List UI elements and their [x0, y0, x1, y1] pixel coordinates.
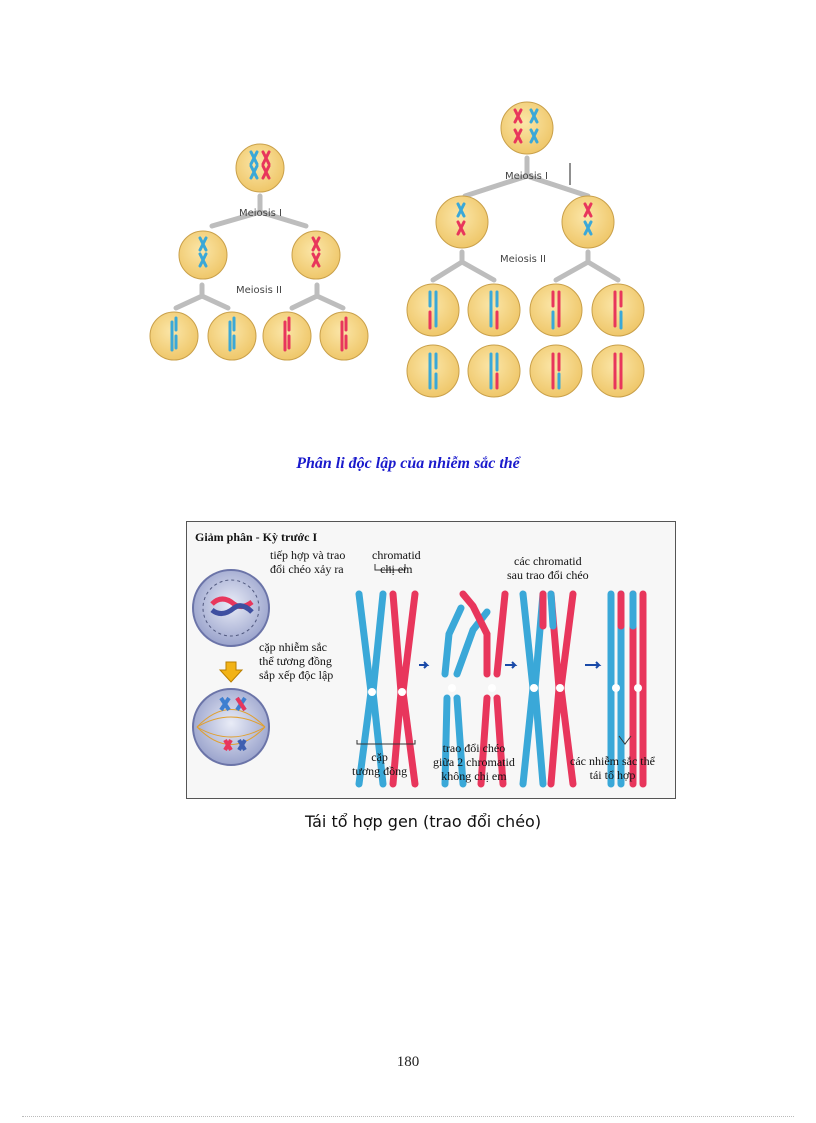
down-arrow-icon — [218, 661, 244, 683]
chromosomes — [170, 150, 348, 352]
figure-title: Giảm phân - Kỳ trước I — [195, 530, 318, 544]
nuclear-envelope — [202, 579, 260, 637]
daughter-cell — [178, 230, 228, 280]
arrow-right-icon — [419, 661, 430, 669]
gamete-cell — [591, 283, 645, 337]
daughter-cell — [435, 195, 489, 249]
crossing-over-illustration — [192, 564, 647, 788]
arrow-right-icon — [505, 661, 518, 669]
split-arrow-icon — [430, 155, 621, 283]
gamete-cell — [529, 283, 583, 337]
daughter-cell — [561, 195, 615, 249]
page-number: 180 — [396, 1054, 420, 1070]
caption-independent-assortment: Phân li độc lập của nhiễm sắc thể — [296, 455, 520, 472]
gamete-cell — [591, 344, 645, 398]
meiosis2-label-left: Meiosis II — [236, 285, 282, 296]
recombinant-chromosomes — [607, 590, 647, 788]
meiosis-figure: Meiosis I Meiosis II — [149, 101, 645, 398]
gamete-cell — [529, 344, 583, 398]
daughter-cell — [291, 230, 341, 280]
left-meiosis-diagram: Meiosis I Meiosis II — [149, 143, 369, 361]
gamete-cell — [262, 311, 312, 361]
crossing-chromatids — [441, 590, 509, 788]
metaphase-cell — [192, 688, 270, 766]
meiosis1-label-left: Meiosis I — [239, 208, 282, 219]
gamete-cell — [406, 344, 460, 398]
gamete-cell — [406, 283, 460, 337]
gamete-cell — [467, 344, 521, 398]
gamete-cell — [467, 283, 521, 337]
gamete-cell — [207, 311, 257, 361]
gamete-cell — [149, 311, 199, 361]
meiosis1-label-right: Meiosis I — [505, 171, 548, 182]
parent-cell — [500, 101, 554, 155]
chromosomes — [428, 108, 623, 390]
crossing-over-figure: Giảm phân - Kỳ trước I — [186, 521, 676, 799]
page-bottom-rule — [22, 1116, 794, 1117]
right-meiosis-diagram: Meiosis I Meiosis II — [406, 101, 645, 398]
split-arrow-icon — [173, 193, 346, 311]
arrow-right-icon — [585, 661, 602, 669]
parent-cell — [235, 143, 285, 193]
meiosis2-label-right: Meiosis II — [500, 254, 546, 265]
gamete-cell — [319, 311, 369, 361]
caption-recombination: Tái tổ hợp gen (trao đổi chéo) — [305, 812, 542, 831]
